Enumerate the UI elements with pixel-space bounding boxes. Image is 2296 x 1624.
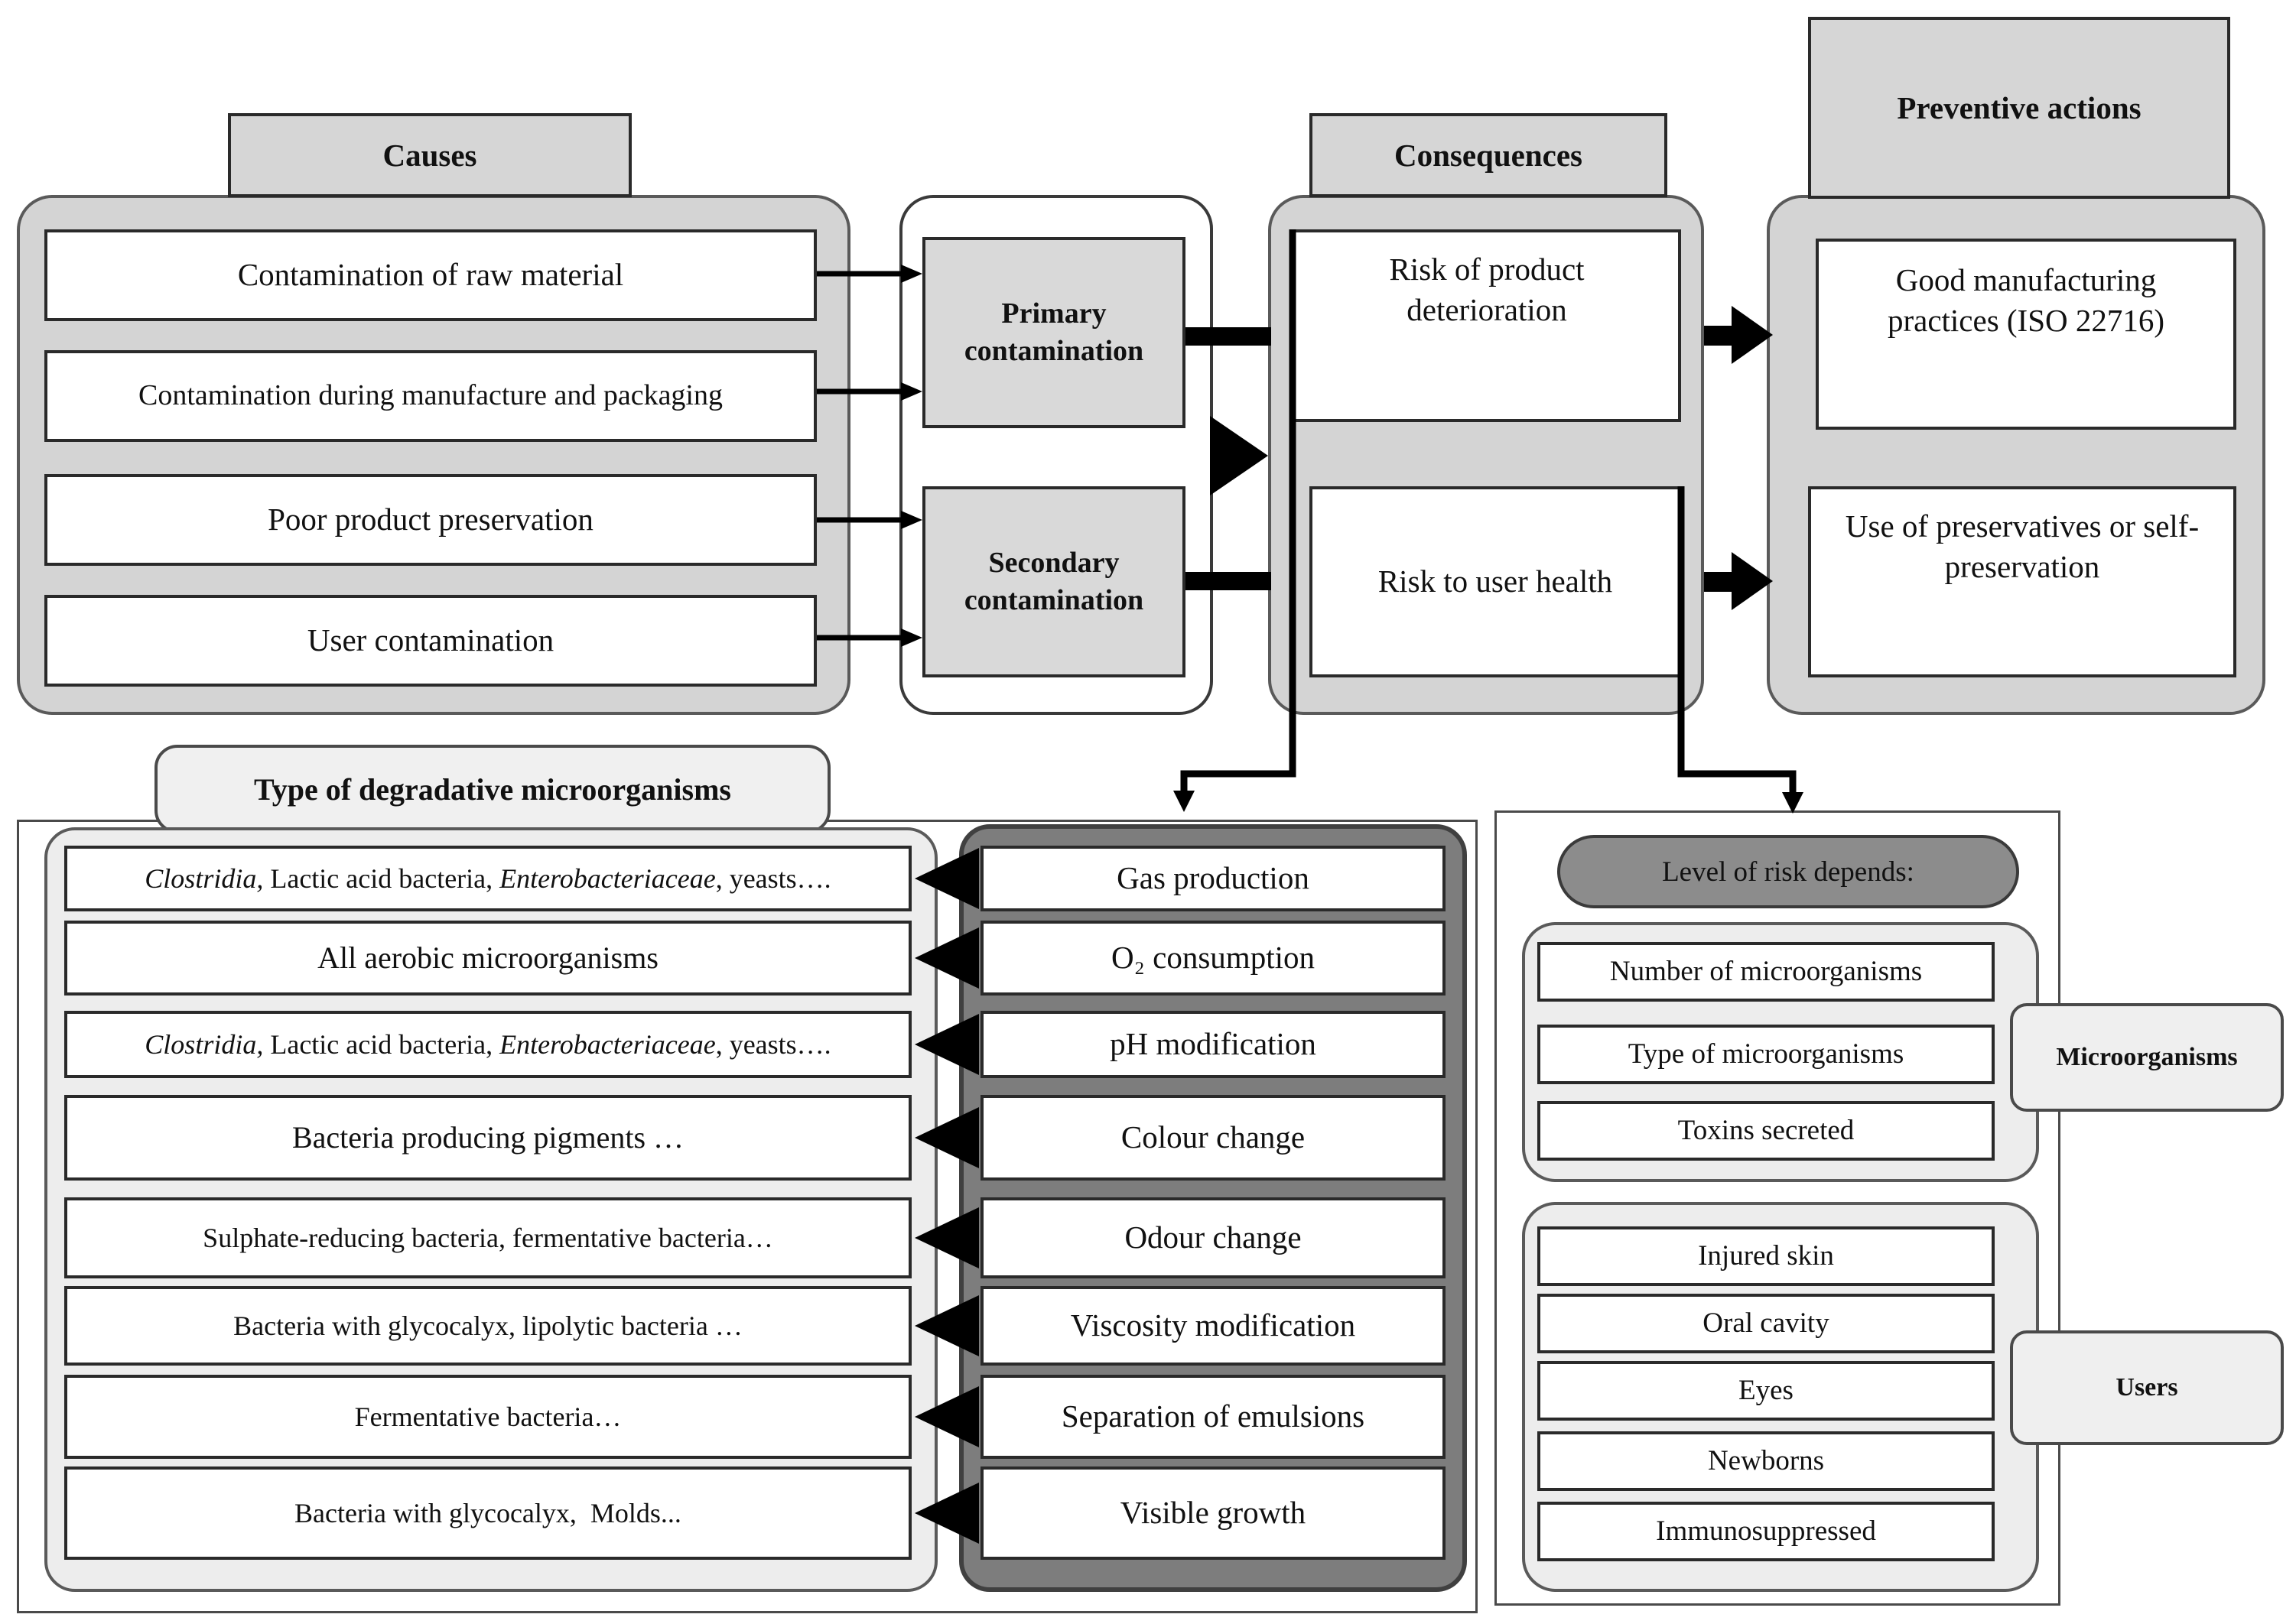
cause-item: Contamination during manufacture and pac… xyxy=(44,350,817,442)
organisms-text-segment: Bacteria producing pigments … xyxy=(291,1120,685,1155)
left-arrow-head xyxy=(915,1386,979,1447)
risk-user-item: Oral cavity xyxy=(1537,1294,1995,1353)
organisms-text-segment: Sulphate-reducing bacteria, fermentative… xyxy=(203,1222,773,1253)
organisms-text-segment: Bacteria with glycocalyx, Molds... xyxy=(294,1497,681,1528)
effect-box: Odour change xyxy=(981,1197,1446,1278)
users-label: Users xyxy=(2010,1330,2284,1445)
cause-item: User contamination xyxy=(44,595,817,687)
degradative-title: Type of degradative microorganisms xyxy=(253,771,731,807)
organisms-box: All aerobic microorganisms xyxy=(64,921,912,996)
effect-box: Visible growth xyxy=(981,1466,1446,1560)
organisms-text: Bacteria producing pigments … xyxy=(292,1118,684,1158)
causes-header: Causes xyxy=(228,113,632,197)
risk-user-item: Injured skin xyxy=(1537,1226,1995,1286)
consequences-header: Consequences xyxy=(1309,113,1667,197)
organisms-text-segment: Clostridia, xyxy=(145,862,264,894)
primary-contamination-box: Primary contamination xyxy=(922,237,1185,428)
preventive-header: Preventive actions xyxy=(1808,17,2230,199)
effect-box: Viscosity modification xyxy=(981,1286,1446,1366)
left-arrow-head xyxy=(915,1483,979,1544)
risk-microorganism-item: Type of microorganisms xyxy=(1537,1025,1995,1084)
left-arrow-head xyxy=(915,848,979,909)
effect-box: O₂ consumption xyxy=(981,921,1446,996)
organisms-text-segment: Clostridia, xyxy=(145,1028,264,1060)
organisms-text-segment: Enterobacteriaceae xyxy=(499,862,716,894)
consequence-deterioration: Risk of product deterioration xyxy=(1293,229,1681,422)
organisms-text-segment: Lactic acid bacteria, xyxy=(263,1028,500,1060)
risk-microorganism-item: Number of microorganisms xyxy=(1537,942,1995,1002)
organisms-text: Clostridia, Lactic acid bacteria, Entero… xyxy=(145,861,831,897)
organisms-box: Sulphate-reducing bacteria, fermentative… xyxy=(64,1197,912,1278)
left-arrow-head xyxy=(915,1295,979,1356)
organisms-text-segment: , yeasts…. xyxy=(715,1028,831,1060)
organisms-text: All aerobic microorganisms xyxy=(317,938,659,978)
organisms-text-segment: All aerobic microorganisms xyxy=(317,940,659,975)
organisms-text-segment: Lactic acid bacteria, xyxy=(263,862,500,894)
preventive-gmp: Good manufacturing practices (ISO 22716) xyxy=(1816,239,2236,430)
organisms-box: Bacteria with glycocalyx, Molds... xyxy=(64,1466,912,1560)
risk-title-pill: Level of risk depends: xyxy=(1557,835,2019,908)
organisms-text-segment: Enterobacteriaceae xyxy=(499,1028,716,1060)
organisms-box: Bacteria with glycocalyx, lipolytic bact… xyxy=(64,1286,912,1366)
organisms-text-segment: , yeasts…. xyxy=(715,862,831,894)
left-arrow-head xyxy=(915,1107,979,1168)
cause-item: Poor product preservation xyxy=(44,474,817,566)
secondary-contamination-box: Secondary contamination xyxy=(922,486,1185,677)
organisms-text: Bacteria with glycocalyx, lipolytic bact… xyxy=(233,1308,743,1344)
effect-box: pH modification xyxy=(981,1011,1446,1078)
left-arrow-head xyxy=(915,927,979,989)
risk-user-item: Newborns xyxy=(1537,1431,1995,1491)
risk-microorganism-item: Toxins secreted xyxy=(1537,1101,1995,1161)
risk-user-item: Immunosuppressed xyxy=(1537,1502,1995,1561)
organisms-text: Sulphate-reducing bacteria, fermentative… xyxy=(203,1220,773,1256)
organisms-text-segment: Bacteria with glycocalyx, lipolytic bact… xyxy=(233,1310,743,1341)
organisms-box: Bacteria producing pigments … xyxy=(64,1095,912,1181)
organisms-box: Clostridia, Lactic acid bacteria, Entero… xyxy=(64,846,912,911)
left-arrow-head xyxy=(915,1014,979,1075)
effect-box: Gas production xyxy=(981,846,1446,911)
effect-box: Separation of emulsions xyxy=(981,1375,1446,1459)
organisms-text-segment: Fermentative bacteria… xyxy=(354,1401,622,1432)
left-arrow-head xyxy=(915,1207,979,1268)
organisms-text: Bacteria with glycocalyx, Molds... xyxy=(294,1496,681,1531)
risk-title: Level of risk depends: xyxy=(1662,856,1914,888)
organisms-box: Clostridia, Lactic acid bacteria, Entero… xyxy=(64,1011,912,1078)
risk-user-item: Eyes xyxy=(1537,1361,1995,1421)
preventive-preservatives: Use of preservatives or self-preservatio… xyxy=(1808,486,2236,677)
cause-item: Contamination of raw material xyxy=(44,229,817,321)
organisms-box: Fermentative bacteria… xyxy=(64,1375,912,1459)
organisms-text: Fermentative bacteria… xyxy=(355,1399,622,1435)
organisms-text: Clostridia, Lactic acid bacteria, Entero… xyxy=(145,1027,831,1063)
microorganisms-label: Microorganisms xyxy=(2010,1003,2284,1112)
degradative-title-tab: Type of degradative microorganisms xyxy=(154,745,831,833)
effect-box: Colour change xyxy=(981,1095,1446,1181)
